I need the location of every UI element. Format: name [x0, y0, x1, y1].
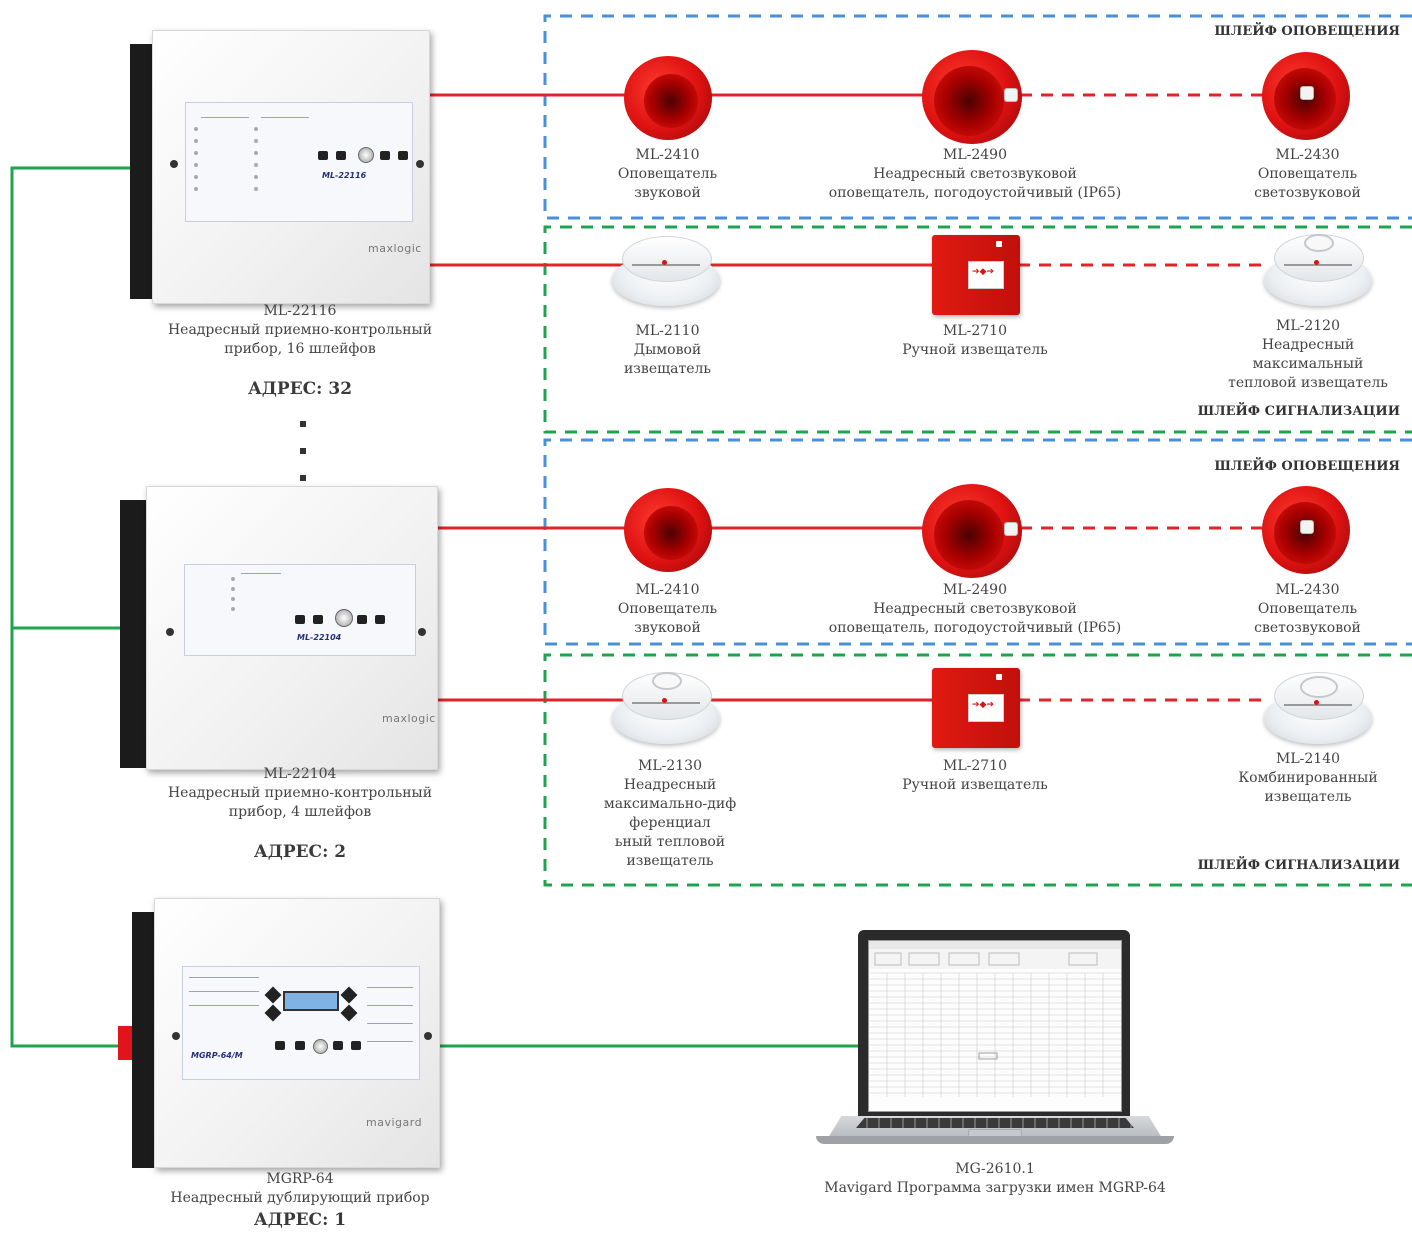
zone-title-notification: ШЛЕЙФ ОПОВЕЩЕНИЯ: [1214, 24, 1400, 39]
panel-caption: MGRP-64 Неадресный дублирующий прибор: [170, 1171, 430, 1206]
panel-label: ML-22104: [297, 633, 342, 642]
ellipsis-dot: [300, 448, 306, 454]
laptop-software: [816, 930, 1176, 1150]
ellipsis-dot: [300, 421, 306, 427]
sounder-beacon-ml-2490: [920, 478, 1026, 580]
multi-detector-ml-2140: [1264, 668, 1372, 748]
panel-address: АДРЕС: 2: [253, 842, 347, 862]
heat-detector-ml-2120: [1264, 230, 1372, 310]
manual-call-point-ml-2710: ➔◆➔: [932, 668, 1020, 748]
sounder-ml-2410: [620, 484, 716, 576]
brand-logo: maxlogic: [382, 712, 436, 725]
brand-logo: mavigard: [366, 1116, 423, 1129]
panel-caption: ML-22116 Неадресный приемно-контрольный …: [167, 303, 433, 357]
zone-frame-detection-1: [543, 225, 1412, 434]
panel-caption: ML-22104 Неадресный приемно-контрольный …: [167, 766, 433, 820]
sounder-beacon-ml-2430: [1260, 484, 1352, 576]
control-panel-ml-22116: ML-22116 maxlogic: [130, 30, 430, 304]
panel-label: ML-22116: [322, 171, 367, 180]
sounder-beacon-ml-2430: [1260, 50, 1352, 142]
smoke-detector-ml-2110: [612, 232, 720, 310]
brand-logo: maxlogic: [368, 242, 422, 255]
zone-frame-notification-1: [543, 14, 1412, 220]
zone-title-detection: ШЛЕЙФ СИГНАЛИЗАЦИИ: [1197, 858, 1400, 873]
zone-title-notification: ШЛЕЙФ ОПОВЕЩЕНИЯ: [1214, 459, 1400, 474]
repeater-panel-mgrp-64: MGRP-64/M mavigard: [124, 898, 440, 1168]
control-panel-ml-22104: ML-22104 maxlogic: [120, 486, 438, 774]
manual-call-point-ml-2710: ➔◆➔: [932, 235, 1020, 315]
panel-label: MGRP-64/M: [191, 1051, 243, 1060]
software-window: [869, 941, 1121, 1097]
bus-line: [10, 166, 131, 1048]
zone-title-detection: ШЛЕЙФ СИГНАЛИЗАЦИИ: [1197, 404, 1400, 419]
sounder-ml-2410: [620, 52, 716, 144]
interface-module: [118, 1026, 134, 1060]
ellipsis-dot: [300, 475, 306, 481]
heat-detector-ml-2130: [612, 668, 720, 748]
sounder-beacon-ml-2490: [920, 44, 1026, 146]
panel-address: АДРЕС: 1: [253, 1210, 347, 1230]
zone-frame-notification-2: [543, 438, 1412, 646]
panel-address: АДРЕС: 32: [247, 379, 353, 399]
